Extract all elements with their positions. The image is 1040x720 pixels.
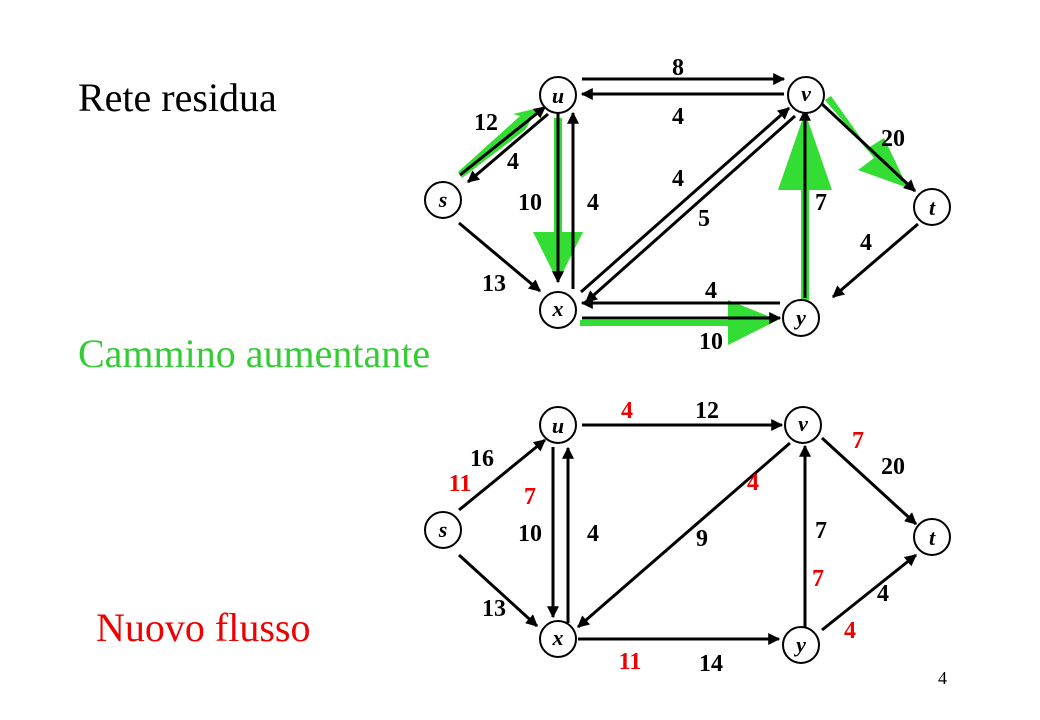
cap-y-v: 7 — [815, 518, 827, 544]
residual-graph: u v s t x y 8 4 12 4 20 4 5 10 4 7 4 13 … — [424, 55, 951, 355]
flow-v-x: 4 — [747, 470, 759, 496]
label-x-y: 10 — [699, 329, 723, 355]
edge-t-y — [832, 222, 919, 299]
node-s: s — [424, 181, 462, 219]
cap-s-x: 13 — [482, 596, 506, 622]
residual-network-title: Rete residua — [78, 75, 277, 120]
flow-x-y: 11 — [619, 649, 642, 675]
edge-x-v-fwd — [580, 106, 790, 294]
node-x: x — [539, 291, 577, 329]
edge-v-t — [820, 102, 917, 193]
label-u-x: 10 — [518, 190, 542, 216]
flow-node-v: v — [784, 406, 822, 444]
cap-s-u: 16 — [470, 446, 494, 472]
flow-s-u: 11 — [449, 471, 472, 497]
flow-edge-s-x — [457, 553, 539, 628]
svg-text:t: t — [929, 195, 936, 220]
flow-y-v: 7 — [812, 566, 824, 592]
label-x-v-fwd: 4 — [672, 166, 684, 192]
flow-node-s: s — [424, 511, 462, 549]
svg-text:s: s — [438, 517, 448, 542]
cap-v-t: 20 — [881, 454, 905, 480]
label-y-x: 4 — [705, 278, 717, 304]
svg-text:x: x — [552, 296, 564, 321]
node-v: v — [787, 76, 825, 114]
flow-node-y: y — [782, 626, 820, 664]
flow-edge-v-t — [820, 436, 918, 526]
flow-node-u: u — [539, 406, 577, 444]
label-s-u-fwd: 12 — [474, 110, 498, 136]
svg-text:x: x — [552, 625, 564, 650]
new-flow-title: Nuovo flusso — [96, 605, 311, 650]
label-x-u: 4 — [587, 190, 599, 216]
cap-y-t: 4 — [877, 581, 889, 607]
edge-s-u-fwd — [459, 105, 546, 177]
edge-s-x — [458, 221, 541, 293]
label-y-v: 7 — [815, 190, 827, 216]
svg-text:v: v — [798, 411, 808, 436]
label-v-u-back: 4 — [672, 104, 684, 130]
flow-u-v: 4 — [621, 398, 633, 424]
svg-text:u: u — [552, 83, 564, 108]
node-t: t — [913, 188, 951, 226]
svg-text:u: u — [552, 413, 564, 438]
label-t-y: 4 — [860, 230, 872, 256]
flow-edge-y-t — [821, 553, 917, 632]
flow-u-x: 7 — [524, 484, 536, 510]
flow-node-x: x — [539, 620, 577, 658]
cap-v-x: 9 — [696, 526, 708, 552]
svg-text:s: s — [438, 187, 448, 212]
node-u: u — [539, 76, 577, 114]
flow-graph: u v s t x y 12 16 20 10 4 9 7 4 13 14 4 … — [424, 398, 951, 677]
flow-y-t: 4 — [844, 618, 856, 644]
cap-u-v: 12 — [695, 398, 719, 424]
cap-x-u: 4 — [587, 521, 599, 547]
label-s-x: 13 — [482, 271, 506, 297]
label-v-x-back: 5 — [698, 206, 710, 232]
flow-edge-s-u — [458, 438, 546, 512]
svg-text:y: y — [793, 305, 806, 330]
augmenting-path-title: Cammino aumentante — [78, 331, 431, 376]
page-number: 4 — [938, 668, 947, 688]
flow-edge-v-x — [577, 441, 791, 629]
edge-v-x-back — [585, 114, 796, 304]
cap-u-x: 10 — [518, 521, 542, 547]
svg-text:t: t — [929, 525, 936, 550]
edge-u-s-back — [467, 112, 549, 184]
label-u-v-fwd: 8 — [672, 55, 684, 81]
svg-text:y: y — [793, 632, 806, 657]
cap-x-y: 14 — [699, 651, 723, 677]
label-u-s-back: 4 — [507, 149, 519, 175]
svg-text:v: v — [801, 81, 811, 106]
flow-node-t: t — [913, 518, 951, 556]
label-v-t: 20 — [881, 126, 905, 152]
aug-arrow-x-y — [580, 300, 778, 345]
flow-v-t: 7 — [852, 428, 864, 454]
node-y: y — [782, 299, 820, 337]
